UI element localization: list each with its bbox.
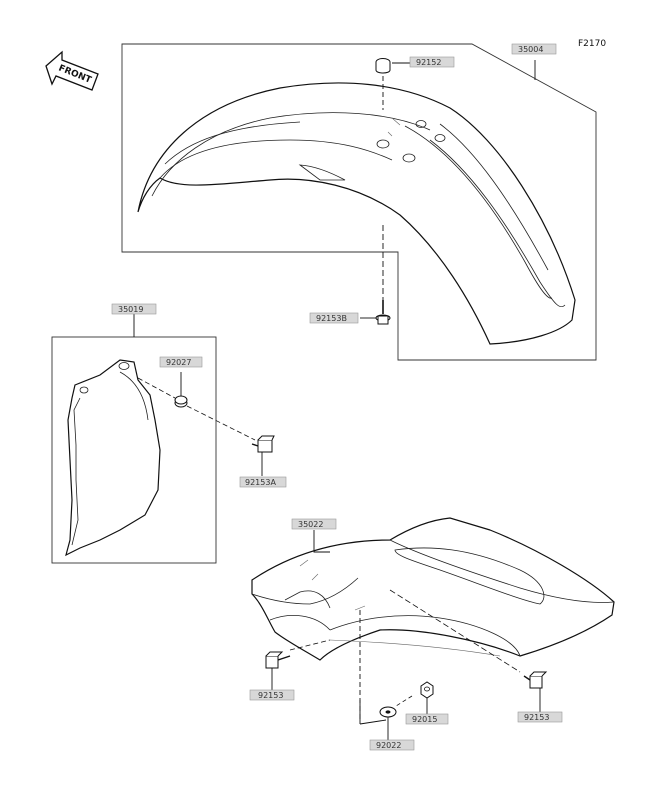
part-number: 35004	[518, 45, 543, 54]
part-number: 35019	[118, 305, 143, 314]
label-92015: 92015	[405, 713, 449, 725]
figure-id: F2170	[578, 39, 606, 49]
bolt-92153a	[251, 435, 275, 476]
part-number: 92153A	[245, 478, 276, 487]
fork-guard	[65, 359, 161, 557]
part-number: 92153B	[316, 314, 347, 323]
part-number: 92152	[416, 58, 441, 67]
label-92153-right: 92153	[517, 711, 563, 723]
part-number: 92153	[258, 691, 283, 700]
label-35019: 35019	[111, 303, 157, 315]
label-92027: 92027	[159, 356, 203, 368]
washer-92022	[379, 706, 397, 740]
label-92152: 92152	[409, 56, 455, 68]
nut-92015	[395, 681, 434, 714]
front-fender	[137, 82, 576, 345]
fork-guard-group: 35019 92027 92153A	[51, 303, 287, 564]
part-number: 92153	[524, 713, 549, 722]
part-number: 35022	[298, 520, 323, 529]
collar-92027	[137, 372, 256, 441]
front-arrow-icon: FRONT	[45, 50, 99, 91]
rear-fender-group: 35022 92153 92015 92022 92153	[249, 517, 615, 751]
bolt-92153-right	[523, 671, 548, 712]
label-92153-left: 92153	[249, 689, 295, 701]
front-fender-frame	[121, 43, 597, 361]
bolt-92153-left	[265, 651, 291, 690]
front-fender-group: 35004 92152 92153B	[121, 43, 597, 361]
part-number: 92015	[412, 715, 437, 724]
label-92022: 92022	[369, 739, 415, 751]
label-35004: 35004	[511, 43, 557, 55]
part-number: 92022	[376, 741, 401, 750]
label-92153a: 92153A	[239, 476, 287, 488]
label-35022: 35022	[291, 518, 337, 530]
cap-bolt-92152	[375, 58, 410, 110]
fork-guard-frame	[51, 336, 217, 564]
part-number: 92027	[166, 358, 191, 367]
bolt-92153b	[360, 225, 391, 325]
rear-fender	[251, 517, 615, 661]
label-92153b: 92153B	[309, 312, 359, 324]
